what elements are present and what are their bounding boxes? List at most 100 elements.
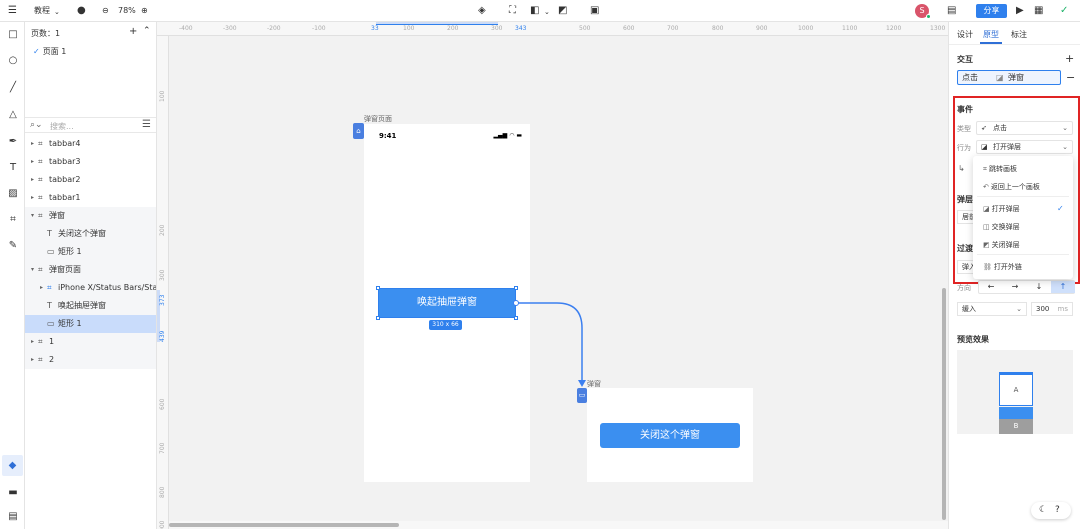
horizontal-scrollbar[interactable] bbox=[169, 521, 948, 529]
interaction-item[interactable]: 点击 ◪ 弹窗 bbox=[957, 70, 1061, 85]
sync-status-icon[interactable]: ✓ bbox=[1060, 5, 1069, 16]
pen-tool-icon[interactable]: ✒ bbox=[8, 136, 18, 147]
frame-label[interactable]: 弹窗 bbox=[587, 380, 601, 388]
layer-row[interactable]: ▸ ⌗ tabbar1 bbox=[25, 189, 156, 207]
mask-icon[interactable]: ◩ bbox=[558, 5, 568, 16]
remove-interaction-icon[interactable]: − bbox=[1066, 71, 1076, 84]
layer-row[interactable]: T 唤起抽屉弹窗 bbox=[25, 297, 156, 315]
add-interaction-icon[interactable]: + bbox=[1065, 52, 1075, 65]
share-button[interactable]: 分享 bbox=[976, 4, 1007, 18]
project-name[interactable]: 教程 bbox=[34, 6, 50, 15]
zoom-out-icon[interactable]: ⊖ bbox=[102, 6, 109, 15]
expand-arrow-icon[interactable]: ▸ bbox=[31, 158, 35, 165]
transition-title: 过渡动 bbox=[957, 244, 981, 253]
close-popup-button[interactable]: 关闭这个弹窗 bbox=[600, 423, 740, 448]
play-icon[interactable]: ▶ bbox=[1016, 5, 1024, 16]
layer-row[interactable]: ▸ ⌗ 2 bbox=[25, 351, 156, 369]
preview-popup bbox=[999, 407, 1033, 419]
collapse-arrow-icon[interactable]: ▾ bbox=[31, 266, 35, 273]
menu-item-close-popup[interactable]: ◩关闭弹层 bbox=[983, 241, 1020, 249]
expand-arrow-icon[interactable]: ▸ bbox=[31, 176, 35, 183]
resize-handle[interactable] bbox=[376, 286, 380, 290]
collapse-arrow-icon[interactable]: ▾ bbox=[31, 212, 35, 219]
triangle-tool-icon[interactable]: △ bbox=[9, 109, 17, 120]
resize-handle[interactable] bbox=[514, 316, 518, 320]
menu-item-swap-popup[interactable]: ◫交换弹层 bbox=[983, 223, 1020, 231]
direction-left-button[interactable]: ← bbox=[987, 282, 995, 291]
menu-icon[interactable]: ☰ bbox=[8, 5, 17, 16]
menu-item-open-link[interactable]: ⛓打开外链 bbox=[983, 263, 1022, 271]
layers-icon[interactable]: ◆ bbox=[2, 455, 23, 476]
layer-row[interactable]: ▸ ⌗ tabbar4 bbox=[25, 135, 156, 153]
brush-tool-icon[interactable]: ✎ bbox=[8, 240, 18, 251]
easing-select[interactable]: 缓入 ⌄ bbox=[957, 302, 1027, 316]
layer-row[interactable]: ▭ 矩形 1 bbox=[25, 243, 156, 261]
expand-arrow-icon[interactable]: ▸ bbox=[40, 284, 44, 291]
ellipse-tool-icon[interactable]: ○ bbox=[8, 55, 18, 66]
resize-handle[interactable] bbox=[376, 316, 380, 320]
text-tool-icon[interactable]: T bbox=[9, 162, 17, 173]
tab-design[interactable]: 设计 bbox=[957, 30, 973, 39]
image-tool-icon[interactable]: ▨ bbox=[8, 188, 18, 199]
filter-menu-icon[interactable]: ☰ bbox=[142, 119, 151, 130]
frame-tool-icon[interactable]: ⌗ bbox=[10, 214, 16, 225]
layer-row[interactable]: ▸ ⌗ iPhone X/Status Bars/Sta... bbox=[25, 279, 156, 297]
add-page-icon[interactable]: + bbox=[129, 26, 138, 37]
search-icon[interactable]: ⌕⌄ bbox=[30, 120, 43, 130]
menu-item-back[interactable]: ↶返回上一个画板 bbox=[983, 183, 1040, 191]
layout-icon[interactable]: ▣ bbox=[590, 5, 600, 16]
layer-row[interactable]: ▸ ⌗ tabbar3 bbox=[25, 153, 156, 171]
library-icon[interactable]: ▤ bbox=[8, 511, 18, 522]
help-icon[interactable]: ? bbox=[1055, 505, 1060, 515]
direction-down-button[interactable]: ↓ bbox=[1035, 282, 1043, 291]
briefcase-icon[interactable]: ▤ bbox=[947, 5, 957, 16]
component-icon[interactable]: ◈ bbox=[478, 5, 486, 16]
duration-input[interactable]: 300 ms bbox=[1031, 302, 1073, 316]
layer-row[interactable]: ▸ ⌗ tabbar2 bbox=[25, 171, 156, 189]
frame-tool-icon[interactable]: ⛶ bbox=[509, 5, 516, 16]
zoom-level[interactable]: 78% bbox=[118, 6, 136, 15]
expand-arrow-icon[interactable]: ▸ bbox=[31, 356, 35, 363]
home-icon[interactable]: ⌂ bbox=[353, 123, 364, 139]
popup-icon[interactable]: ▭ bbox=[577, 388, 587, 403]
folder-icon[interactable]: ▬ bbox=[8, 487, 18, 498]
search-input[interactable]: 搜索... bbox=[50, 122, 74, 131]
trigger-type-select[interactable]: ➶ 点击 ⌄ bbox=[976, 121, 1073, 135]
handoff-icon[interactable]: ▦ bbox=[1034, 5, 1044, 16]
boolean-icon[interactable]: ◧ bbox=[530, 5, 540, 16]
expand-arrow-icon[interactable]: ▸ bbox=[31, 338, 35, 345]
canvas[interactable]: -400 -300 -200 -100 33 100 200 300 343 5… bbox=[157, 22, 948, 529]
line-tool-icon[interactable]: ╱ bbox=[9, 82, 17, 93]
expand-arrow-icon[interactable]: ▸ bbox=[31, 140, 35, 147]
tab-annotation[interactable]: 标注 bbox=[1011, 30, 1027, 39]
action-select[interactable]: ◪ 打开弹层 ⌄ bbox=[976, 140, 1073, 154]
zoom-in-icon[interactable]: ⊕ bbox=[141, 6, 148, 15]
layer-row[interactable]: ▭ 矩形 1 bbox=[25, 315, 156, 333]
open-drawer-button[interactable]: 唤起抽屉弹窗 bbox=[378, 288, 516, 318]
page-item[interactable]: ✓页面 1 bbox=[33, 47, 67, 56]
frame-icon: ⌗ bbox=[38, 175, 43, 184]
rectangle-layer-icon: ▭ bbox=[47, 247, 55, 256]
direction-up-button[interactable]: ↑ bbox=[1051, 281, 1075, 293]
menu-item-goto-board[interactable]: ⌗跳转画板 bbox=[983, 165, 1017, 173]
expand-arrow-icon[interactable]: ▸ bbox=[31, 194, 35, 201]
chevron-down-icon[interactable]: ⌄ bbox=[544, 8, 550, 16]
tab-prototype[interactable]: 原型 bbox=[983, 30, 999, 39]
moon-icon[interactable]: ☾ bbox=[1039, 505, 1048, 515]
layer-row[interactable]: ▾ ⌗ 弹窗 bbox=[25, 207, 156, 225]
avatar[interactable]: S bbox=[915, 4, 929, 18]
rectangle-tool-icon[interactable]: □ bbox=[8, 29, 18, 40]
popup-icon: ◪ bbox=[996, 73, 1004, 82]
direction-right-button[interactable]: → bbox=[1011, 282, 1019, 291]
frame-label[interactable]: 弹窗页面 bbox=[364, 115, 392, 123]
resize-handle[interactable] bbox=[514, 286, 518, 290]
chevron-down-icon[interactable]: ⌄ bbox=[54, 8, 60, 16]
vertical-scrollbar[interactable] bbox=[942, 288, 946, 520]
menu-item-open-popup[interactable]: ◪打开弹层 bbox=[983, 205, 1020, 213]
scrollbar-thumb[interactable] bbox=[169, 523, 399, 527]
layer-row[interactable]: ▸ ⌗ 1 bbox=[25, 333, 156, 351]
layer-row[interactable]: T 关闭这个弹窗 bbox=[25, 225, 156, 243]
comment-icon[interactable]: ● bbox=[77, 5, 86, 16]
layer-row[interactable]: ▾ ⌗ 弹窗页面 bbox=[25, 261, 156, 279]
collapse-icon[interactable]: ⌃ bbox=[143, 26, 151, 36]
